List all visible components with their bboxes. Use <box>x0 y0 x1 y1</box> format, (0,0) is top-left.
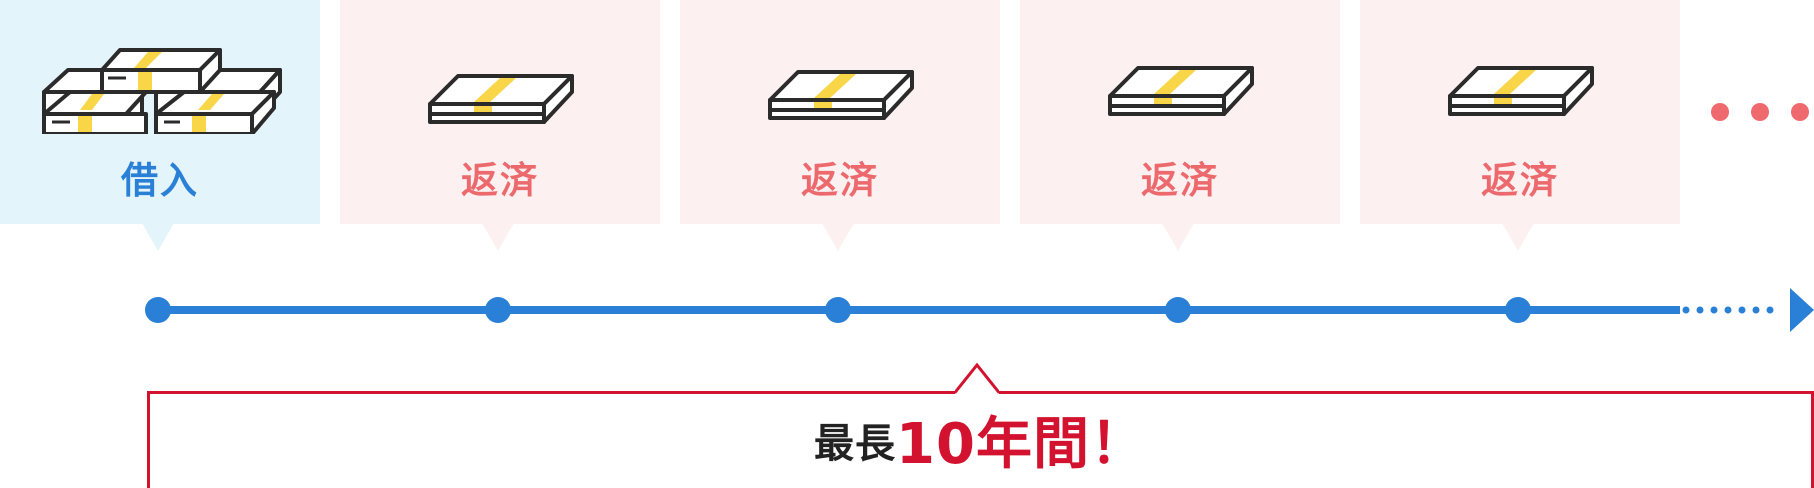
timeline-node <box>825 297 851 323</box>
step-label: 借入 <box>121 159 199 202</box>
money-stack-icon <box>42 48 282 134</box>
timeline <box>145 288 1814 332</box>
timeline-node <box>1505 297 1531 323</box>
timeline-node <box>145 297 171 323</box>
step-repay-panel: 返済 <box>680 0 1000 251</box>
duration-callout <box>147 391 1814 488</box>
money-bundle-icon <box>1108 66 1254 116</box>
step-label: 返済 <box>801 159 879 202</box>
step-label: 返済 <box>461 159 539 202</box>
money-bundle-icon <box>428 74 574 124</box>
step-pointer <box>142 223 174 251</box>
duration-prefix: 最長 <box>814 420 897 467</box>
duration-highlight: 10年間！ <box>896 412 1147 477</box>
ellipsis-dot <box>1711 103 1729 121</box>
step-pointer <box>1162 223 1194 251</box>
timeline-node <box>485 297 511 323</box>
step-pointer <box>482 223 514 251</box>
step-label: 返済 <box>1481 159 1559 202</box>
step-borrow-panel: 借入 <box>0 0 320 251</box>
step-pointer <box>822 223 854 251</box>
timeline-arrow-icon <box>1790 288 1814 332</box>
ellipsis-dot <box>1751 103 1769 121</box>
money-bundle-icon <box>1448 66 1594 116</box>
timeline-node <box>1165 297 1191 323</box>
duration-callout-notch <box>955 362 999 394</box>
step-pointer <box>1502 223 1534 251</box>
money-bundle-icon <box>768 70 914 120</box>
step-repay-panel: 返済 <box>1020 0 1340 251</box>
step-repay-panel: 返済 <box>340 0 660 251</box>
ellipsis-dot <box>1791 103 1809 121</box>
timeline-dotted-extension <box>1682 306 1774 314</box>
step-repay-panel: 返済 <box>1360 0 1680 251</box>
step-label: 返済 <box>1141 159 1219 202</box>
